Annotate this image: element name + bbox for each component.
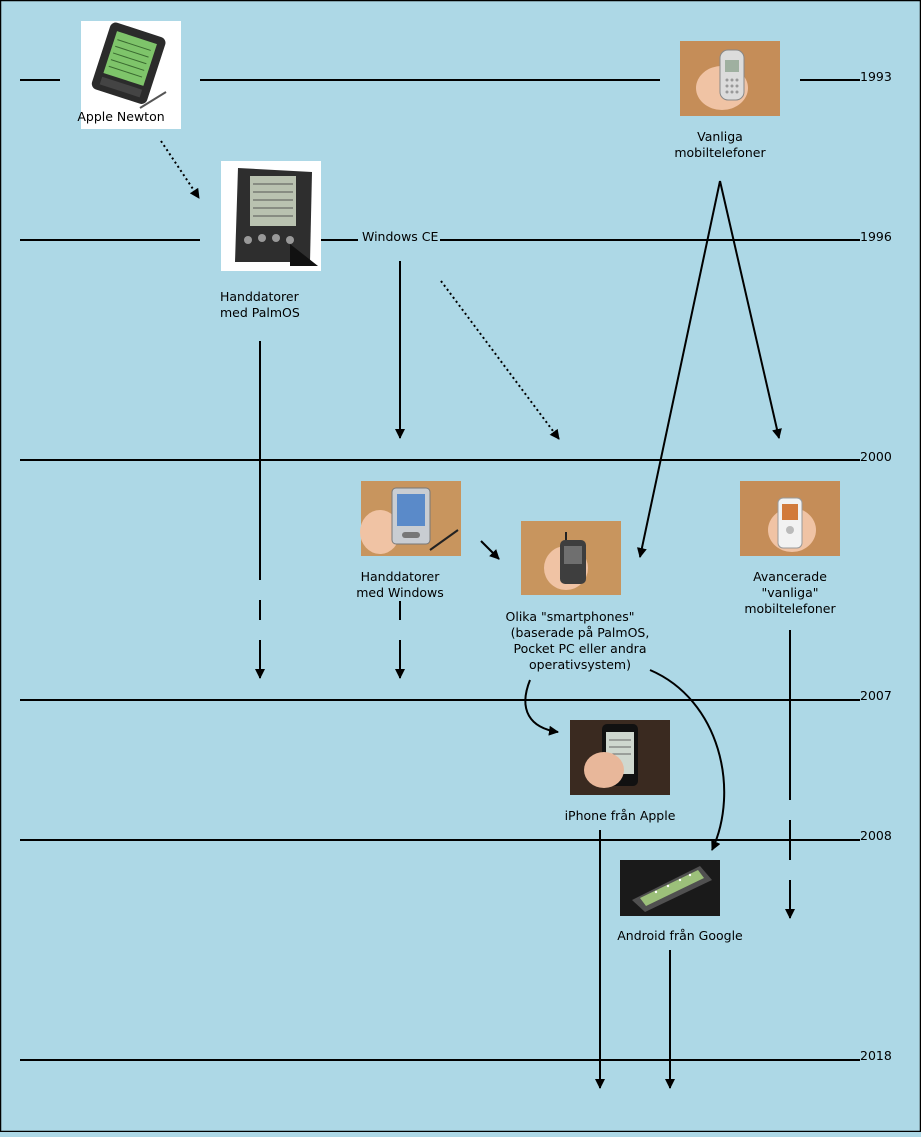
- apple-newton-photo-icon: [81, 21, 181, 129]
- year-label-2008: 2008: [860, 828, 892, 843]
- iphone-label: iPhone från Apple: [565, 808, 676, 823]
- palmos-label-line-2: med PalmOS: [220, 305, 300, 320]
- mobile-phones-label-line-2: mobiltelefoner: [674, 145, 766, 160]
- arrow-newton-to-palm: [160, 140, 200, 199]
- smartphone-photo-icon: [521, 521, 621, 595]
- pocket-pc-photo-icon: [360, 481, 461, 556]
- windows-pda-label-line-1: Handdatorer: [361, 569, 441, 584]
- arrow-wince-to-smartphones: [440, 280, 560, 440]
- arrow-phones-to-advanced: [719, 180, 782, 439]
- smartphones-label-line-1: Olika "smartphones": [506, 609, 635, 624]
- mobile-phones-label-line-1: Vanliga: [697, 129, 743, 144]
- year-lines: [20, 79, 860, 1061]
- year-label-1993: 1993: [860, 69, 892, 84]
- smartphones-label-line-3: Pocket PC eller andra: [514, 641, 647, 656]
- arrow-smartphones-to-iphone: [524, 679, 559, 736]
- year-label-2007: 2007: [860, 688, 892, 703]
- android-label: Android från Google: [617, 928, 743, 943]
- year-label-1996: 1996: [860, 229, 892, 244]
- mobile-phone-photo-icon: [680, 41, 780, 116]
- apple-newton-label: Apple Newton: [77, 109, 164, 124]
- smartphones-label-line-2: (baserade på PalmOS,: [511, 625, 650, 640]
- arrow-smartphones-to-android: [649, 669, 726, 851]
- year-label-2000: 2000: [860, 449, 892, 464]
- advanced-phone-photo-icon: [740, 481, 840, 556]
- palm-device-photo-icon: [221, 161, 321, 271]
- android-phone-photo-icon: [620, 860, 720, 916]
- windows-pda-label-line-2: med Windows: [356, 585, 444, 600]
- iphone-photo-icon: [570, 720, 670, 795]
- arrow-phones-to-smartphones: [636, 180, 721, 558]
- advanced-phones-label-line-3: mobiltelefoner: [744, 601, 836, 616]
- palmos-label-line-1: Handdatorer: [220, 289, 300, 304]
- advanced-phones-label-line-1: Avancerade: [753, 569, 827, 584]
- arrow-windows-pda-to-smartphones: [480, 540, 500, 560]
- advanced-phones-label-line-2: "vanliga": [761, 585, 818, 600]
- year-label-2018: 2018: [860, 1048, 892, 1063]
- smartphones-label-line-4: operativsystem): [529, 657, 631, 672]
- arrows: [160, 140, 795, 1089]
- windows-ce-label: Windows CE: [362, 229, 438, 244]
